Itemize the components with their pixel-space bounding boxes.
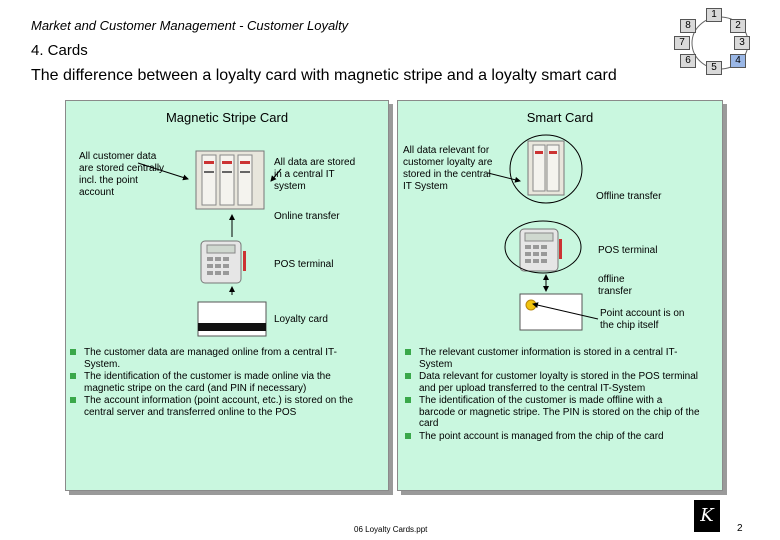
- slide-title: The difference between a loyalty card wi…: [31, 67, 617, 85]
- nav-item-5[interactable]: 5: [706, 61, 722, 75]
- page-number: 2: [737, 523, 743, 534]
- nav-ring: 1 2 3 4 5 6 7 8: [672, 6, 772, 76]
- smart-bullet-3: The identification of the customer is ma…: [403, 395, 701, 430]
- company-logo: K: [694, 500, 720, 532]
- magnetic-bullet-list: The customer data are managed online fro…: [68, 347, 363, 419]
- magnetic-stripe-panel: Magnetic Stripe Card All customer data a…: [65, 100, 389, 491]
- nav-item-1[interactable]: 1: [706, 8, 722, 22]
- smart-bullet-list: The relevant customer information is sto…: [403, 347, 701, 443]
- magnetic-bullet-1: The customer data are managed online fro…: [68, 347, 363, 370]
- nav-item-4-active[interactable]: 4: [730, 54, 746, 68]
- nav-item-8[interactable]: 8: [680, 19, 696, 33]
- nav-item-3[interactable]: 3: [734, 36, 750, 50]
- smart-bullet-1: The relevant customer information is sto…: [403, 347, 701, 370]
- nav-item-2[interactable]: 2: [730, 19, 746, 33]
- magnetic-bullet-3: The account information (point account, …: [68, 395, 363, 418]
- nav-item-6[interactable]: 6: [680, 54, 696, 68]
- nav-item-7[interactable]: 7: [674, 36, 690, 50]
- magnetic-bullet-2: The identification of the customer is ma…: [68, 371, 363, 394]
- smart-data-flow-arrows: [398, 101, 722, 351]
- smart-bullet-4: The point account is managed from the ch…: [403, 431, 701, 443]
- footer-filename: 06 Loyalty Cards.ppt: [354, 525, 427, 534]
- smart-bullet-2: Data relevant for customer loyalty is st…: [403, 371, 701, 394]
- data-flow-arrows: [66, 101, 388, 351]
- smart-card-panel: Smart Card All data relevant for custome…: [397, 100, 723, 491]
- section-title: 4. Cards: [31, 42, 88, 59]
- presentation-subtitle: Market and Customer Management - Custome…: [31, 18, 348, 33]
